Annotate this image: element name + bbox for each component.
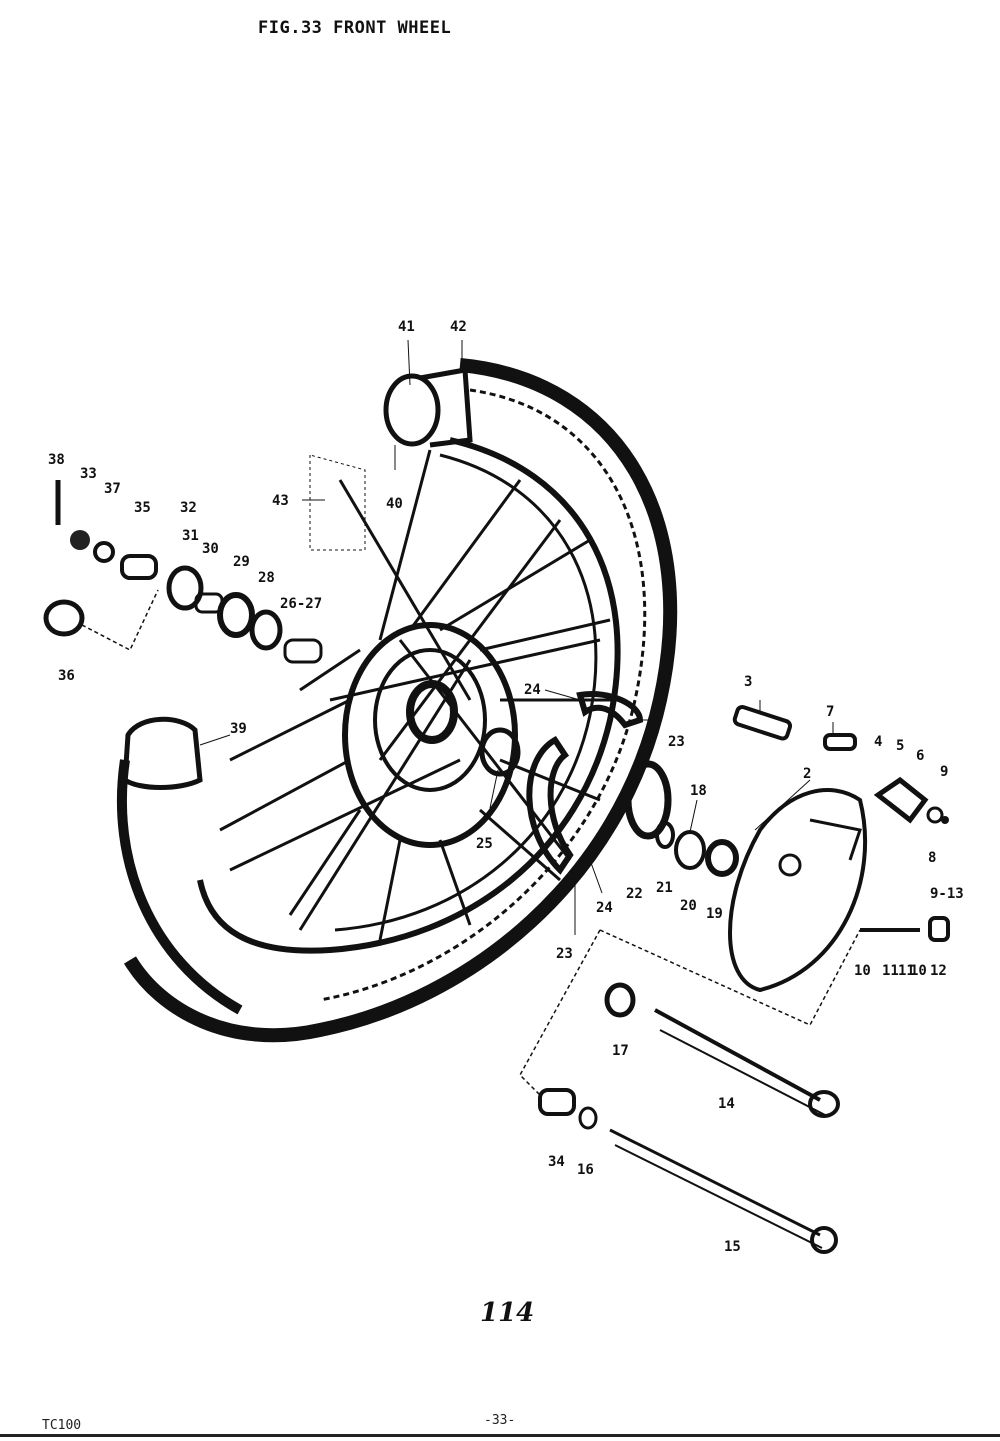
callout-21: 21 xyxy=(656,880,673,896)
spacer-17 xyxy=(604,982,636,1018)
callout-20: 20 xyxy=(680,898,697,914)
rim xyxy=(197,437,621,954)
callout-7: 7 xyxy=(826,704,834,720)
callout-41: 41 xyxy=(398,319,415,335)
tire xyxy=(117,358,678,1043)
callout-28: 28 xyxy=(258,570,275,586)
callout-15: 15 xyxy=(724,1239,741,1255)
nut-36 xyxy=(43,599,85,637)
brake-arm-5 xyxy=(873,776,929,824)
footer-rule xyxy=(0,1434,1000,1437)
axle-15 xyxy=(810,1226,838,1254)
cam-3 xyxy=(732,705,793,741)
washer-16 xyxy=(578,1106,598,1130)
left-axle-parts xyxy=(43,480,323,664)
callout-31: 31 xyxy=(182,528,199,544)
callout-16: 16 xyxy=(577,1162,594,1178)
callout-33: 33 xyxy=(80,466,97,482)
callout-24-lower: 24 xyxy=(596,900,613,916)
bolt-7 xyxy=(823,733,857,751)
callout-9: 9 xyxy=(940,764,948,780)
nut-33 xyxy=(70,530,90,550)
callout-23-lower: 23 xyxy=(556,946,573,962)
brake-panel xyxy=(728,705,950,993)
page-title: FIG.33 FRONT WHEEL xyxy=(258,18,452,38)
page-code: 114 xyxy=(480,1298,535,1328)
callout-43: 43 xyxy=(272,493,289,509)
callout-19: 19 xyxy=(706,906,723,922)
callout-18: 18 xyxy=(690,783,707,799)
bearing-20 xyxy=(674,830,706,870)
callout-4: 4 xyxy=(874,734,882,750)
callout-3: 3 xyxy=(744,674,752,690)
callout-14: 14 xyxy=(718,1096,735,1112)
tube-ends xyxy=(122,367,473,790)
callout-29: 29 xyxy=(233,554,250,570)
bearing-25 xyxy=(479,727,521,777)
callout-23-upper: 23 xyxy=(668,734,685,750)
nut-12 xyxy=(928,916,950,942)
spacer-19 xyxy=(705,839,739,877)
gear-31 xyxy=(166,565,204,611)
callout-12: 12 xyxy=(930,963,947,979)
seal-22 xyxy=(624,760,672,840)
callout-26-27: 26-27 xyxy=(280,596,322,612)
spacer-35 xyxy=(120,554,158,580)
callout-10a: 10 xyxy=(854,963,871,979)
callout-32: 32 xyxy=(180,500,197,516)
callout-37: 37 xyxy=(104,481,121,497)
callout-39: 39 xyxy=(230,721,247,737)
callout-25: 25 xyxy=(476,836,493,852)
washer-37 xyxy=(93,541,115,563)
callout-42: 42 xyxy=(450,319,467,335)
callout-5: 5 xyxy=(896,738,904,754)
callout-34: 34 xyxy=(548,1154,565,1170)
callout-8: 8 xyxy=(928,850,936,866)
callout-30: 30 xyxy=(202,541,219,557)
callout-36: 36 xyxy=(58,668,75,684)
callout-35: 35 xyxy=(134,500,151,516)
callouts: 41 42 38 33 37 35 32 31 30 29 28 26-27 4… xyxy=(48,319,964,1255)
seal-29 xyxy=(217,592,255,638)
leader-lines xyxy=(199,339,834,935)
callout-24-upper: 24 xyxy=(524,682,541,698)
callout-9-13: 9-13 xyxy=(930,886,964,902)
shoe-upper-24 xyxy=(576,691,644,729)
callout-38: 38 xyxy=(48,452,65,468)
page-number: -33- xyxy=(484,1413,516,1428)
spacer-34 xyxy=(538,1088,576,1116)
ring-21 xyxy=(655,821,675,849)
callout-2: 2 xyxy=(803,766,811,782)
callout-40: 40 xyxy=(386,496,403,512)
callout-11b: 11 xyxy=(898,963,915,979)
callout-17: 17 xyxy=(612,1043,629,1059)
axle-14 xyxy=(808,1090,840,1118)
spacer-26-27 xyxy=(283,638,323,664)
model-label: TC100 xyxy=(42,1418,82,1433)
callout-6: 6 xyxy=(916,748,924,764)
callout-10b: 10 xyxy=(910,963,927,979)
callout-11a: 11 xyxy=(882,963,899,979)
callout-22: 22 xyxy=(626,886,643,902)
hub xyxy=(342,622,518,848)
bearing-28 xyxy=(249,609,283,651)
brake-shoes-bearings xyxy=(479,691,739,877)
axles xyxy=(519,929,861,1254)
spokes xyxy=(219,449,620,941)
shoe-lower-23 xyxy=(526,736,574,875)
